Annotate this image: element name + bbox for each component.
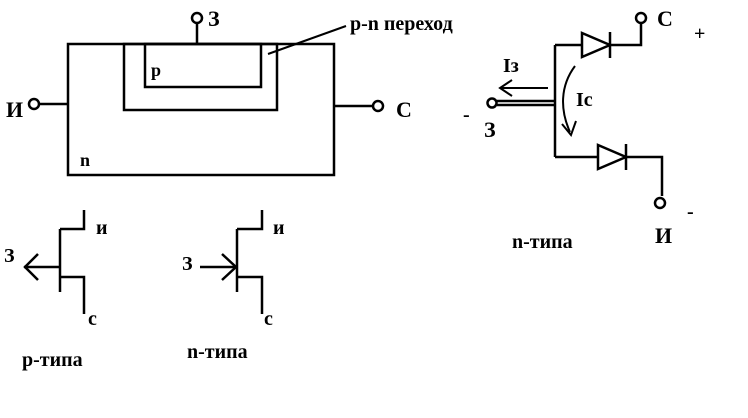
eq-source-label: И (655, 223, 672, 248)
lower-diode-icon (596, 143, 630, 171)
upper-diode-icon (580, 31, 614, 59)
jfet-structure: З И С p n p-n переход (6, 6, 453, 177)
n-gate-arrow-icon (221, 253, 238, 281)
p-source-label: и (96, 217, 108, 239)
symbol-n-type: З и c n-типа (182, 210, 285, 363)
plus-sign: + (694, 23, 705, 45)
p-drain-label: c (88, 308, 97, 330)
n-source-lead (237, 210, 264, 231)
p-gate-arrow-icon (23, 253, 39, 281)
drain-current-label: Ic (576, 89, 593, 111)
n-source-label: и (273, 217, 285, 239)
junction-pointer (267, 25, 347, 55)
p-region-inner (143, 42, 263, 89)
n-drain-lead (237, 275, 264, 314)
n-caption: n-типа (187, 341, 248, 363)
p-source-lead (60, 210, 86, 231)
n-gate-label: З (182, 253, 193, 275)
p-gate-label: З (4, 245, 15, 267)
eq-drain-label: С (657, 6, 673, 31)
minus-sign-source: - (687, 201, 694, 223)
p-region-outer (122, 42, 279, 112)
source-terminal (27, 97, 41, 111)
drain-current-arrow (562, 65, 576, 133)
n-drain-label: c (264, 308, 273, 330)
gate-current-arrowhead (498, 79, 513, 97)
minus-sign-gate: - (463, 104, 470, 126)
drain-terminal (371, 99, 385, 113)
gate-current-label: Iз (503, 55, 519, 77)
eq-gate-label: З (484, 117, 496, 142)
p-drain-lead (60, 275, 86, 314)
eq-drain-terminal (634, 11, 648, 25)
n-region-label: n (80, 150, 90, 170)
drain-current-arrowhead (561, 120, 577, 138)
source-label: И (6, 97, 23, 122)
source-wire (626, 155, 664, 196)
eq-caption: n-типа (512, 231, 573, 253)
p-caption: p-типа (22, 349, 83, 371)
eq-gate-terminal (486, 97, 498, 109)
gate-label: З (208, 6, 220, 31)
equivalent-circuit: С + И - - З Iз Ic n-типа (463, 6, 705, 253)
drain-label: С (396, 97, 412, 122)
eq-source-terminal (653, 196, 667, 210)
gate-terminal (190, 11, 204, 25)
symbol-p-type: З и c p-типа (4, 210, 108, 371)
junction-label: p-n переход (350, 13, 453, 35)
drain-wire (610, 24, 643, 47)
p-region-label: p (151, 60, 161, 80)
